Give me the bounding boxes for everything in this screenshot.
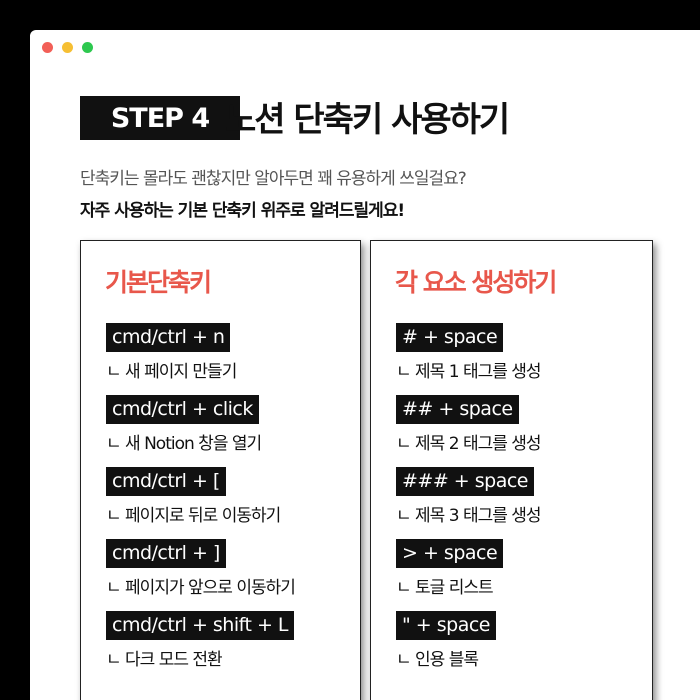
shortcut-key: cmd/ctrl + ] [106,539,226,568]
shortcut-list: cmd/ctrl + n ㄴ 새 페이지 만들기 cmd/ctrl + clic… [106,323,354,683]
shortcut-item: cmd/ctrl + ] ㄴ 페이지가 앞으로 이동하기 [106,539,354,611]
browser-window: STEP 4 노션 단축키 사용하기 단축키는 몰라도 괜찮지만 알아두면 꽤 … [30,30,700,700]
shortcut-desc: ㄴ 제목 3 태그를 생성 [396,506,542,526]
element-shortcuts-card: 각 요소 생성하기 # + space ㄴ 제목 1 태그를 생성 ## + s… [370,240,653,700]
shortcut-key: # + space [396,323,504,352]
shortcut-desc: ㄴ 페이지로 뒤로 이동하기 [106,506,281,526]
window-controls [42,42,93,53]
card-title: 기본단축키 [105,268,212,297]
page-title: 노션 단축키 사용하기 [225,100,510,140]
shortcut-desc: ㄴ 제목 2 태그를 생성 [396,434,542,454]
minimize-dot-icon[interactable] [62,42,73,53]
shortcut-desc: ㄴ 제목 1 태그를 생성 [396,362,542,382]
shortcut-item: ### + space ㄴ 제목 3 태그를 생성 [396,467,646,539]
shortcut-list: # + space ㄴ 제목 1 태그를 생성 ## + space ㄴ 제목 … [396,323,646,683]
shortcut-item: cmd/ctrl + shift + L ㄴ 다크 모드 전환 [106,611,354,683]
shortcut-key: ### + space [396,467,534,496]
shortcut-desc: ㄴ 새 페이지 만들기 [106,362,237,382]
shortcut-key: cmd/ctrl + shift + L [106,611,295,640]
shortcut-desc: ㄴ 토글 리스트 [396,578,494,598]
shortcut-key: cmd/ctrl + click [106,395,259,424]
shortcut-desc: ㄴ 새 Notion 창을 열기 [106,434,262,454]
shortcut-item: " + space ㄴ 인용 블록 [396,611,646,683]
shortcut-key: ## + space [396,395,519,424]
shortcut-desc: ㄴ 다크 모드 전환 [106,650,223,670]
shortcut-item: cmd/ctrl + [ ㄴ 페이지로 뒤로 이동하기 [106,467,354,539]
intro-text-bold: 자주 사용하는 기본 단축키 위주로 알려드릴게요! [80,201,405,221]
shortcut-desc: ㄴ 인용 블록 [396,650,479,670]
shortcut-key: cmd/ctrl + n [106,323,231,352]
shortcut-item: cmd/ctrl + click ㄴ 새 Notion 창을 열기 [106,395,354,467]
step-badge: STEP 4 [80,96,240,140]
shortcut-key: > + space [396,539,504,568]
shortcut-key: " + space [396,611,496,640]
close-dot-icon[interactable] [42,42,53,53]
maximize-dot-icon[interactable] [82,42,93,53]
shortcut-item: # + space ㄴ 제목 1 태그를 생성 [396,323,646,395]
basic-shortcuts-card: 기본단축키 cmd/ctrl + n ㄴ 새 페이지 만들기 cmd/ctrl … [80,240,361,700]
card-title: 각 요소 생성하기 [395,268,557,297]
shortcut-item: ## + space ㄴ 제목 2 태그를 생성 [396,395,646,467]
intro-text: 단축키는 몰라도 괜찮지만 알아두면 꽤 유용하게 쓰일걸요? [80,169,467,189]
shortcut-desc: ㄴ 페이지가 앞으로 이동하기 [106,578,296,598]
shortcut-item: > + space ㄴ 토글 리스트 [396,539,646,611]
shortcut-key: cmd/ctrl + [ [106,467,226,496]
shortcut-item: cmd/ctrl + n ㄴ 새 페이지 만들기 [106,323,354,395]
